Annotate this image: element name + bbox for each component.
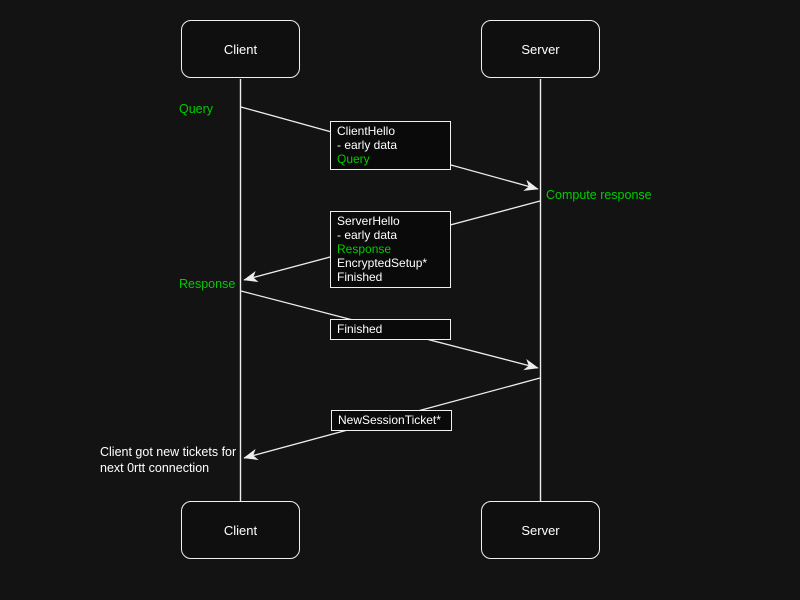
label-response: Response bbox=[179, 277, 236, 291]
label-query: Query bbox=[179, 102, 214, 116]
message-line: Response bbox=[337, 242, 392, 256]
message-line: ServerHello bbox=[337, 214, 400, 228]
message-line: NewSessionTicket* bbox=[338, 413, 441, 427]
actor-box-client-bottom: Client bbox=[181, 501, 300, 559]
message-line: ClientHello bbox=[337, 124, 396, 138]
actor-label-client-top: Client bbox=[223, 41, 258, 57]
message-box-clienthello: ClientHello - early data Query bbox=[330, 121, 451, 170]
actor-label-server-bottom: Server bbox=[521, 522, 560, 538]
actor-box-client-top: Client bbox=[181, 20, 300, 78]
message-box-serverhello: ServerHello - early data Response Encryp… bbox=[330, 211, 451, 288]
message-line: EncryptedSetup* bbox=[337, 256, 428, 270]
message-line: Query bbox=[337, 152, 370, 166]
message-box-finished: Finished bbox=[330, 319, 451, 340]
actor-label-client-bottom: Client bbox=[223, 522, 258, 538]
actor-label-server-top: Server bbox=[521, 41, 560, 57]
message-line: Finished bbox=[337, 322, 383, 336]
message-line: - early data bbox=[337, 138, 398, 152]
message-line: Finished bbox=[337, 270, 383, 284]
note-line-2: next 0rtt connection bbox=[100, 461, 210, 475]
note-new-tickets: Client got new tickets for next 0rtt con… bbox=[100, 444, 236, 476]
actor-box-server-top: Server bbox=[481, 20, 600, 78]
actor-box-server-bottom: Server bbox=[481, 501, 600, 559]
label-compute-response: Compute response bbox=[546, 188, 652, 202]
message-line: - early data bbox=[337, 228, 398, 242]
note-line-1: Client got new tickets for bbox=[100, 445, 237, 459]
message-box-newsessionticket: NewSessionTicket* bbox=[331, 410, 452, 431]
